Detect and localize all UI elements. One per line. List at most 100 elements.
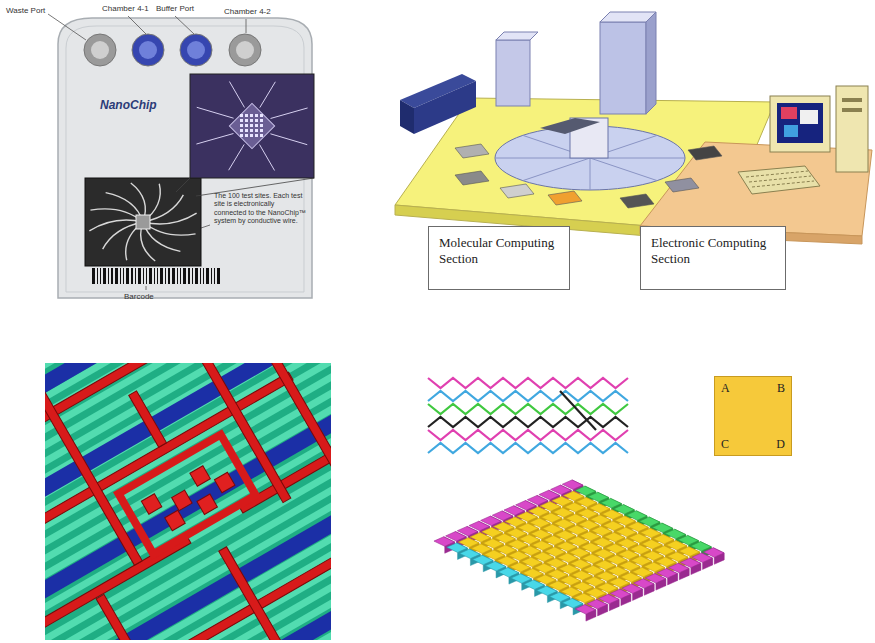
tray	[455, 144, 489, 158]
inset-site	[255, 119, 258, 122]
barcode-bar	[157, 268, 158, 284]
cartridge	[48, 14, 314, 298]
tower	[600, 22, 646, 114]
gate-frame	[119, 435, 256, 555]
port-circle	[84, 34, 116, 66]
barcode-bar	[100, 268, 101, 284]
drive-slot	[842, 108, 862, 112]
chip-center	[136, 215, 150, 229]
turntable-spoke	[590, 158, 657, 181]
tray	[665, 178, 699, 192]
tile-top	[460, 549, 481, 559]
tile-top	[434, 537, 455, 547]
corner-letter: A	[721, 382, 730, 394]
inset-site	[245, 119, 248, 122]
barcode-bar	[195, 268, 198, 284]
inset-site	[255, 124, 258, 127]
barcode-bar	[115, 268, 118, 284]
port-inner	[187, 41, 205, 59]
barcode-bar	[192, 268, 193, 284]
port-label: Chamber 4-2	[224, 7, 271, 17]
inset-wire	[260, 82, 276, 108]
poly-trace	[45, 388, 142, 566]
inset-site	[245, 134, 248, 137]
dna-strand	[428, 430, 628, 440]
port-inner	[139, 41, 157, 59]
barcode-bar	[188, 268, 190, 284]
tile-top	[498, 568, 519, 578]
leader-line	[146, 286, 147, 290]
drive-slot	[842, 98, 862, 102]
port-circle	[180, 34, 212, 66]
barcode-bar	[103, 268, 106, 284]
keyboard-keys	[746, 171, 808, 177]
inset-site	[240, 134, 243, 137]
inset-site	[255, 129, 258, 132]
inset-core	[229, 103, 274, 148]
inset-site	[250, 134, 253, 137]
barcode-bar	[177, 268, 178, 284]
barcode-bar	[120, 268, 121, 284]
corner-letter: D	[776, 438, 785, 450]
barcode-bar	[97, 268, 98, 284]
dna-tile: A B C D	[714, 376, 792, 456]
barcode-bar	[211, 268, 212, 284]
corner-letter: B	[777, 382, 785, 394]
dna-crossover	[560, 391, 596, 430]
inset-site	[245, 114, 248, 117]
section-title: Molecular Computing Section	[439, 235, 559, 268]
dna-strand	[428, 443, 628, 453]
leader-line	[48, 14, 86, 40]
contact-block	[172, 490, 192, 510]
inset-wire	[270, 134, 307, 145]
port-label: Waste Port	[6, 6, 45, 16]
chip-wire	[89, 220, 143, 231]
inset-wire	[196, 134, 233, 145]
inset-site	[240, 129, 243, 132]
tower	[496, 40, 530, 106]
corner-letter: C	[721, 438, 729, 450]
contact-block	[190, 466, 210, 486]
barcode-bar	[149, 268, 152, 284]
barcode-bar	[108, 268, 109, 284]
tower-side	[646, 12, 656, 114]
barcode-bar	[172, 268, 175, 284]
tray	[688, 146, 722, 160]
tile-top	[575, 605, 596, 615]
inset-site	[260, 129, 263, 132]
tray	[455, 171, 489, 185]
inset-site	[260, 119, 263, 122]
poly-trace	[96, 594, 179, 640]
inset-site	[250, 129, 253, 132]
barcode-bar	[146, 268, 147, 284]
inset-site	[260, 134, 263, 137]
brand-label: NanoChip	[100, 98, 157, 112]
port-circle	[229, 34, 261, 66]
barcode-bar	[183, 268, 186, 284]
barcode-bar	[217, 268, 220, 284]
inset-wire	[229, 144, 245, 170]
keyboard-keys	[749, 176, 811, 182]
screen-window	[784, 125, 798, 137]
inset-site	[260, 124, 263, 127]
poly-trace	[158, 363, 291, 503]
poly-trace	[219, 547, 287, 640]
barcode-bar	[131, 268, 133, 284]
tile-top	[472, 555, 493, 565]
tile-top	[447, 543, 468, 553]
barcode-bar	[135, 268, 136, 284]
metal-band	[45, 510, 331, 640]
section-box: Electronic Computing Section	[640, 226, 786, 290]
inset-site	[250, 114, 253, 117]
port-inner	[236, 41, 254, 59]
dna-strand	[428, 404, 628, 414]
barcode-bar	[165, 268, 166, 284]
tray	[500, 184, 534, 198]
barcode-bar	[143, 268, 144, 284]
leader-line	[128, 16, 146, 34]
inset-site	[255, 134, 258, 137]
